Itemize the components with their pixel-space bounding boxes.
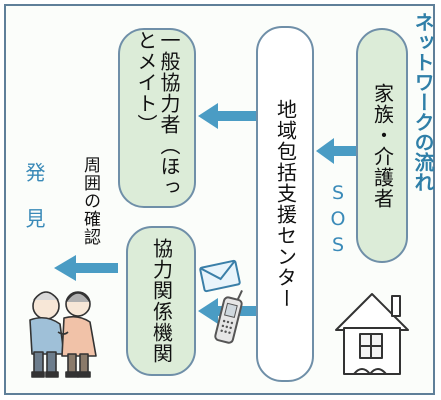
community-center-label: 地域包括支援センター [273,99,298,309]
elderly-couple-icon [29,291,97,378]
arrow-family-to-center [316,138,356,164]
discover-label: 発見 [22,162,46,254]
surroundings-check-label: 周囲の確認 [80,156,100,246]
family-caregiver-label: 家族・介護者 [370,82,395,209]
house-icon [335,293,409,375]
related-organizations-node: 協力関係機関 [126,226,196,376]
community-center-node: 地域包括支援センター [256,26,314,382]
diagram-title: ネットワークの流れ [411,12,435,192]
mobile-phone-icon [214,290,243,344]
arrow-to-discover [54,255,118,281]
envelope-icon [199,259,241,293]
related-organizations-label: 協力関係機関 [149,238,174,364]
sos-label: SOS [327,182,349,260]
general-cooperators-label: 一般協力者（ほっとメイト） [134,30,181,198]
family-caregiver-node: 家族・介護者 [356,28,408,263]
arrow-center-to-general [198,103,256,129]
general-cooperators-node: 一般協力者（ほっとメイト） [118,28,196,208]
